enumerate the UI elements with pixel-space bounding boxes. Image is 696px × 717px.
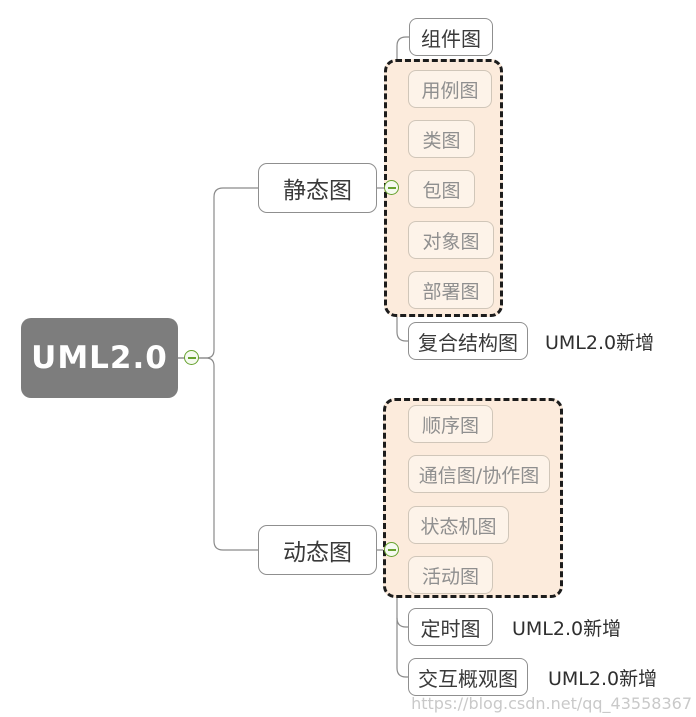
collapse-button-root[interactable] [184, 350, 199, 365]
note-timing-new: UML2.0新增 [512, 617, 622, 640]
node-component-diagram[interactable]: 组件图 [409, 18, 493, 56]
node-package-diagram[interactable]: 包图 [408, 170, 475, 208]
node-timing-diagram[interactable]: 定时图 [408, 608, 493, 646]
node-activity-diagram[interactable]: 活动图 [408, 556, 493, 594]
node-deployment-diagram[interactable]: 部署图 [408, 271, 494, 309]
node-object-diagram[interactable]: 对象图 [408, 221, 494, 259]
note-composite-structure-new: UML2.0新增 [545, 331, 655, 354]
collapse-button-static[interactable] [384, 180, 399, 195]
collapse-button-dynamic[interactable] [384, 542, 399, 557]
node-composite-structure-diagram[interactable]: 复合结构图 [408, 322, 528, 360]
csdn-watermark: https://blog.csdn.net/qq_43558367 [411, 694, 692, 713]
node-uml20-root[interactable]: UML2.0 [21, 318, 178, 398]
node-communication-collaboration-diagram[interactable]: 通信图/协作图 [408, 455, 550, 493]
node-dynamic-diagram[interactable]: 动态图 [258, 525, 377, 575]
node-static-diagram[interactable]: 静态图 [258, 163, 377, 213]
note-interaction-overview-new: UML2.0新增 [548, 667, 658, 690]
minus-icon [387, 548, 396, 551]
node-usecase-diagram[interactable]: 用例图 [408, 70, 492, 108]
minus-icon [187, 356, 196, 359]
node-state-machine-diagram[interactable]: 状态机图 [408, 506, 509, 544]
node-sequence-diagram[interactable]: 顺序图 [408, 405, 493, 443]
node-class-diagram[interactable]: 类图 [408, 120, 475, 158]
node-interaction-overview-diagram[interactable]: 交互概观图 [408, 658, 528, 696]
minus-icon [387, 186, 396, 189]
